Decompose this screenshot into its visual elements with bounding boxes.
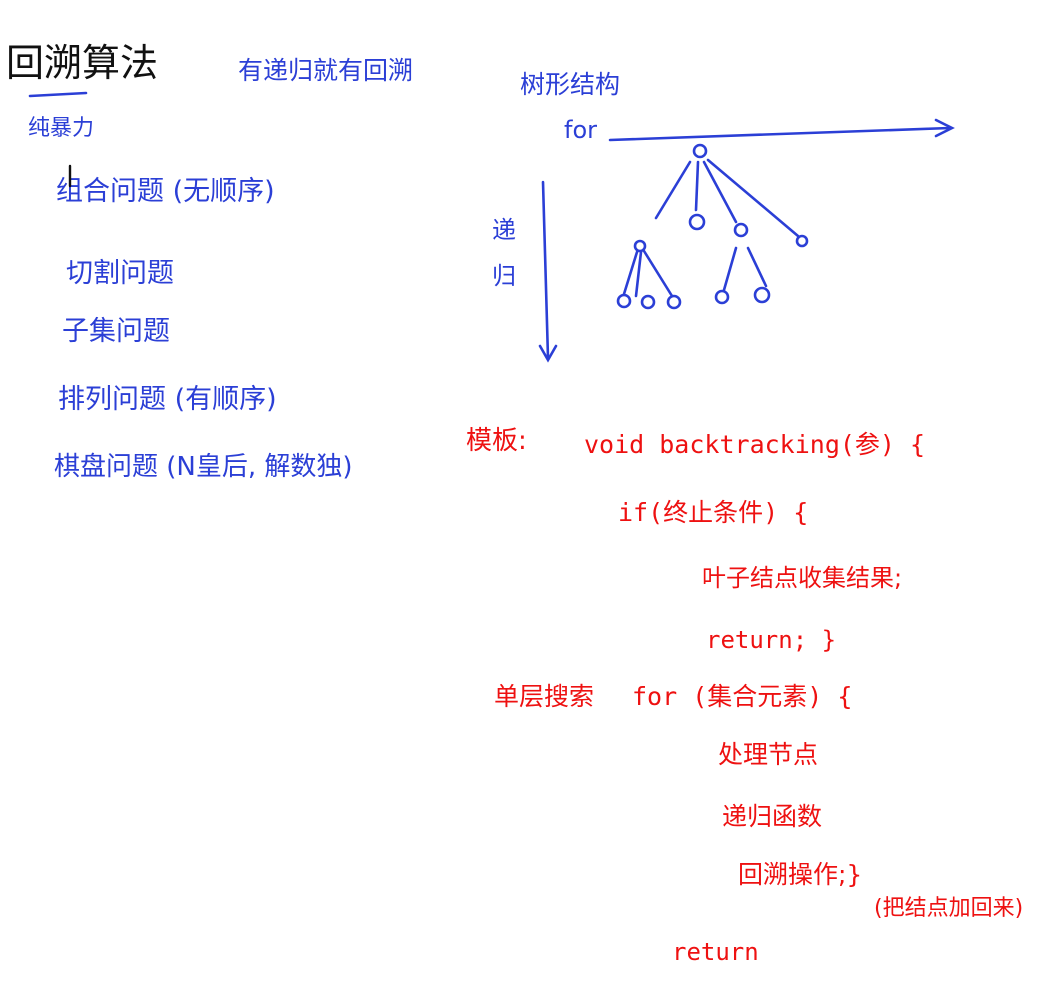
template-side-label: 单层搜索	[494, 682, 595, 711]
recursion-vertical-label: 递归	[492, 216, 516, 290]
tree-edge	[746, 246, 768, 288]
template-recursive-call-line: 递归函数	[722, 802, 823, 831]
tree-edge	[694, 160, 700, 212]
tree-edge	[622, 250, 639, 296]
tree-leaf-node	[640, 294, 656, 310]
tree-child-node	[733, 222, 749, 238]
template-if-line: if(终止条件) {	[618, 498, 809, 527]
tree-edge	[706, 158, 800, 238]
template-process-line: 处理节点	[718, 740, 819, 769]
template-collect-line: 叶子结点收集结果;	[702, 564, 903, 592]
tree-leaf-node	[714, 289, 730, 305]
tree-child-node	[795, 234, 809, 248]
template-final-return: return	[672, 938, 759, 966]
for-axis-arrow	[608, 126, 952, 142]
for-horizontal-label: for	[564, 116, 597, 144]
page-title: 回溯算法	[6, 41, 159, 85]
template-return-line: return; }	[706, 626, 837, 654]
for-axis-arrowhead	[934, 118, 955, 138]
template-for-line: for (集合元素) {	[632, 682, 853, 711]
tree-edge	[634, 250, 643, 298]
tree-child-node	[633, 239, 647, 253]
title-underline	[28, 91, 88, 98]
tree-leaf-node	[753, 286, 771, 304]
problem-partition: 切割问题	[66, 258, 174, 289]
brute-force-label: 纯暴力	[28, 116, 95, 141]
tree-root-node	[692, 143, 708, 159]
tree-edge	[654, 160, 692, 220]
recursion-axis-arrowhead	[538, 344, 558, 363]
tree-edge	[702, 160, 738, 224]
tree-edge	[722, 246, 738, 292]
problem-combination: 组合问题 (无顺序)	[56, 176, 275, 207]
template-signature: void backtracking(参) {	[584, 430, 926, 459]
tree-structure-label: 树形结构	[520, 70, 621, 99]
problem-subset: 子集问题	[62, 316, 170, 347]
tree-edge	[642, 249, 674, 298]
recursion-axis-arrow	[541, 180, 550, 360]
problem-permutation: 排列问题 (有顺序)	[58, 384, 277, 415]
subtitle-note: 有递归就有回溯	[238, 56, 414, 85]
tree-leaf-node	[666, 294, 682, 310]
problem-chessboard: 棋盘问题 (N皇后, 解数独)	[54, 452, 353, 482]
tree-child-node	[688, 213, 706, 231]
tree-leaf-node	[616, 293, 632, 309]
template-backtrack-note: (把结点加回来)	[874, 896, 1024, 921]
template-backtrack-line: 回溯操作;}	[738, 860, 863, 889]
template-heading: 模板:	[466, 426, 527, 456]
